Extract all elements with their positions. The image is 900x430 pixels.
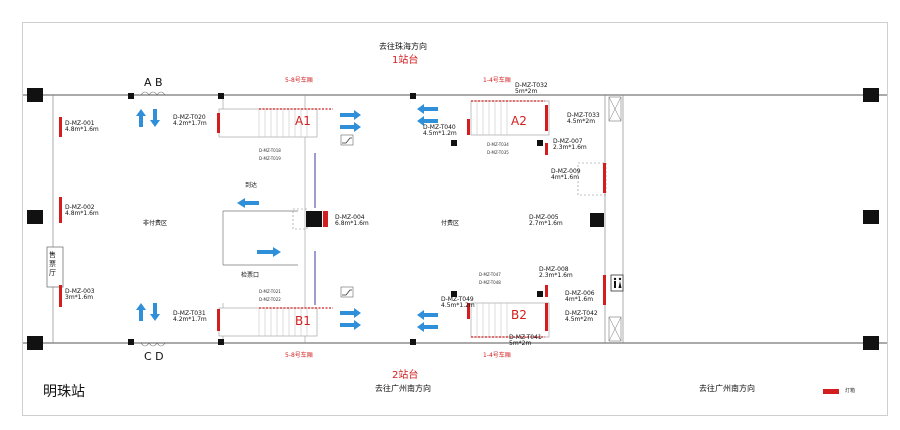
stair-b1: [218, 307, 333, 337]
direction-guangzhou-south: 去往广州南方向: [375, 384, 431, 393]
exit-cd-label: C D: [144, 350, 164, 363]
elevator-bottom: [608, 316, 622, 342]
platform-1-label: 1站台: [392, 55, 419, 66]
elevator-top: [608, 96, 622, 122]
code-a2-1: D-MZ-T034: [487, 142, 509, 147]
car-range-bottom-left: 5-8号车厢: [285, 352, 313, 359]
stair-a2: [470, 100, 550, 136]
arrival-label: 到达: [245, 182, 258, 189]
code-a2-2: D-MZ-T035: [487, 150, 509, 155]
stair-b2-label: B2: [511, 308, 527, 322]
stair-a2-label: A2: [511, 114, 527, 128]
code-a1-1: D-MZ-T018: [259, 148, 281, 153]
stair-b1-label: B1: [295, 314, 311, 328]
station-map: 去往珠海方向 1站台 去往广州南方向 2站台 去往广州南方向 5-8号车厢 1-…: [22, 22, 888, 416]
floor-plan-drawing: [23, 88, 887, 394]
unpaid-zone-label: 非付费区: [143, 220, 168, 227]
ticket-gate-label: 检票口: [241, 272, 260, 279]
exit-ab-label: A B: [144, 76, 163, 89]
car-range-top-left: 5-8号车厢: [285, 77, 313, 84]
code-b1-2: D-MZ-T022: [259, 297, 281, 302]
code-b2-1: D-MZ-T047: [479, 272, 501, 277]
car-range-top-right: 1-4号车厢: [483, 77, 511, 84]
stair-b2: [470, 302, 550, 338]
direction-guangzhou-south-right: 去往广州南方向: [699, 384, 755, 393]
escalator-icon: [340, 134, 354, 146]
ticket-office-label: 售票厅: [49, 251, 56, 277]
escalator-icon: [340, 286, 354, 298]
legend-label: 灯箱: [845, 388, 856, 394]
station-name: 明珠站: [43, 384, 85, 400]
stair-a1: [218, 108, 333, 138]
platform-2-label: 2站台: [392, 370, 419, 381]
car-range-bottom-right: 1-4号车厢: [483, 352, 511, 359]
code-b2-2: D-MZ-T048: [479, 280, 501, 285]
stair-a1-label: A1: [295, 114, 311, 128]
code-b1-1: D-MZ-T021: [259, 289, 281, 294]
paid-zone-label: 付费区: [441, 220, 460, 227]
code-a1-2: D-MZ-T019: [259, 156, 281, 161]
direction-zhuhai: 去往珠海方向: [379, 42, 427, 51]
restroom-icon: [610, 274, 624, 292]
